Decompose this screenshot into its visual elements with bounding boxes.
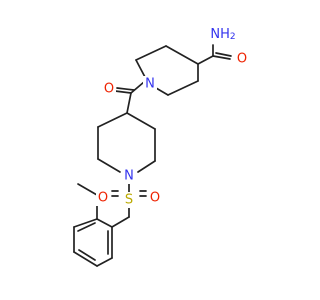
atom-label-nh2: NH2 (210, 27, 235, 43)
atom-label-o-amide: O (237, 52, 247, 67)
bond-lines (73, 44, 232, 267)
atom-nh2: NH2 (209, 26, 237, 42)
atom-n-pip2: N (122, 168, 136, 184)
atom-o-carbonyl: O (102, 81, 116, 97)
atom-n-pip1: N (143, 76, 157, 92)
atom-label-n-pip1: N (145, 77, 155, 92)
atom-o-amide: O (235, 51, 249, 67)
atom-label-n-pip2: N (124, 169, 134, 184)
atom-s: S (122, 192, 136, 208)
atom-label-s: S (125, 193, 133, 208)
atom-label-o-s-right: O (150, 191, 160, 206)
atom-o-s-left: O (96, 190, 110, 206)
atom-o-s-right: O (148, 190, 162, 206)
atom-label-o-s-left: O (98, 191, 108, 206)
atom-label-o-carbonyl: O (104, 82, 114, 97)
